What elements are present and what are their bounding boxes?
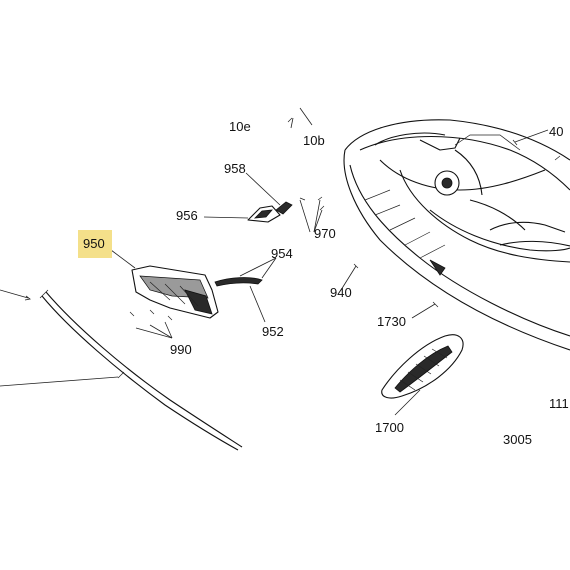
leader-left-tip [24,295,31,301]
leader-952 [249,285,266,323]
label-40: 40 [549,124,563,139]
label-1730: 1730 [377,314,406,329]
part-950-panel [131,265,219,319]
label-952: 952 [262,324,284,339]
label-1700: 1700 [375,420,404,435]
leader-950 [110,249,136,269]
label-111: 111 [549,396,569,411]
label-3005: 3005 [503,432,532,447]
leader-958 [245,172,281,206]
part-956-bracket [247,205,281,223]
label-956: 956 [176,208,198,223]
label-940: 940 [330,285,352,300]
leader-954-b [261,257,277,279]
leader-954-a [239,257,277,277]
leader-956 [203,216,249,219]
trim-strip [39,289,243,451]
part-958-clip [275,201,293,215]
highlight-950 [78,230,112,258]
label-10b: 10b [303,133,325,148]
label-970: 970 [314,226,336,241]
watercraft-hull [343,119,570,351]
label-10e: 10e [229,119,251,134]
fasteners [129,107,561,339]
leader-strip [0,376,119,387]
part-954-strip [214,277,263,287]
leader-left-arrow [0,289,29,299]
label-954: 954 [271,246,293,261]
part-1700-vent [381,334,464,399]
label-958: 958 [224,161,246,176]
leader-1700 [394,389,421,416]
label-990: 990 [170,342,192,357]
label-950: 950 [83,236,105,251]
